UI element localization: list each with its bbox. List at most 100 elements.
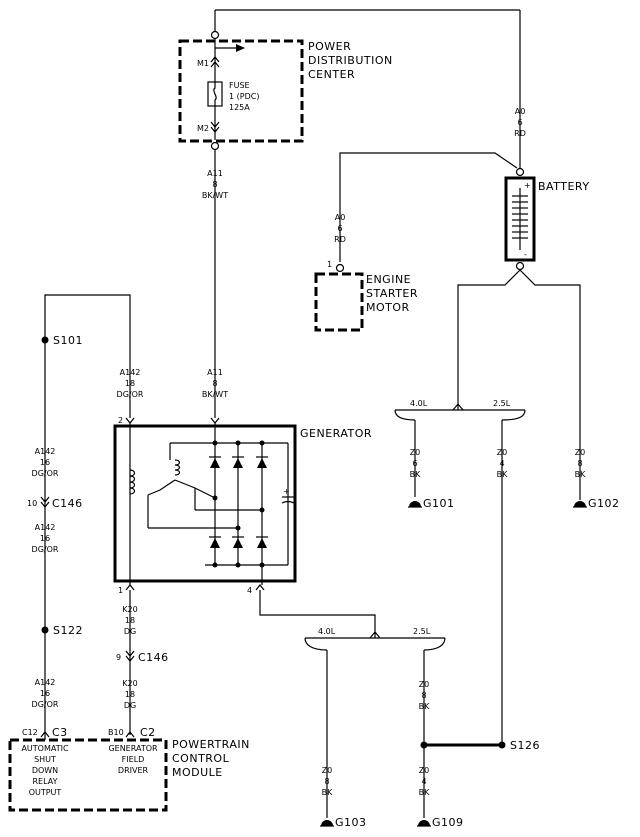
svg-text:SHUT: SHUT: [34, 755, 56, 764]
c146-connector-icon: [40, 496, 50, 508]
ground-g109: G109: [417, 816, 463, 829]
bus-arrow-icon: [236, 44, 245, 52]
starter-title-line-2: STARTER: [366, 287, 418, 300]
diode-icon: [210, 538, 220, 548]
pdc-terminal-top: [210, 30, 220, 40]
svg-text:6: 6: [337, 224, 342, 233]
svg-text:DG: DG: [124, 701, 136, 710]
svg-text:G103: G103: [335, 816, 367, 829]
svg-text:DG/OR: DG/OR: [32, 700, 59, 709]
svg-text:BK/WT: BK/WT: [202, 390, 228, 399]
svg-text:S101: S101: [53, 334, 83, 347]
svg-text:Z0: Z0: [575, 448, 586, 457]
diode-icon: [257, 538, 267, 548]
pdc-title-line-3: CENTER: [308, 68, 355, 81]
svg-text:16: 16: [40, 689, 50, 698]
svg-text:BK: BK: [575, 470, 586, 479]
svg-text:Z0: Z0: [497, 448, 508, 457]
svg-text:1: 1: [327, 260, 332, 269]
ground-icon: [409, 501, 421, 507]
battery: + - BATTERY: [504, 167, 590, 271]
svg-text:B10: B10: [108, 728, 124, 737]
svg-text:GENERATOR: GENERATOR: [108, 744, 158, 753]
diode-icon: [257, 458, 267, 468]
svg-text:C12: C12: [22, 728, 38, 737]
diode-icon: [210, 458, 220, 468]
wire-generator-ground: 4.0L 2.5L Z0 8 BK S126 Z0 8 BK Z0 4 BK: [259, 590, 540, 818]
svg-text:BK: BK: [497, 470, 508, 479]
starter-title-line-1: ENGINE: [366, 273, 411, 286]
generator-option-right: 2.5L: [413, 627, 431, 636]
battery-option-right: 2.5L: [493, 399, 511, 408]
diode-icon: [233, 458, 243, 468]
svg-text:BK: BK: [419, 788, 430, 797]
svg-text:8: 8: [212, 379, 217, 388]
svg-text:+: +: [283, 487, 290, 496]
svg-text:1: 1: [118, 586, 123, 595]
battery-plus: +: [524, 181, 531, 190]
svg-text:Z0: Z0: [322, 766, 333, 775]
svg-text:A0: A0: [515, 107, 526, 116]
svg-text:Z0: Z0: [410, 448, 421, 457]
svg-text:9: 9: [116, 653, 121, 662]
svg-text:6: 6: [412, 459, 417, 468]
svg-text:A142: A142: [35, 447, 56, 456]
svg-text:4: 4: [247, 586, 252, 595]
pdc-terminal-bottom: [210, 141, 220, 151]
svg-text:RD: RD: [514, 129, 526, 138]
wire-a0-pdc-battery: A0 6 RD: [514, 10, 526, 168]
ground-icon: [418, 820, 430, 826]
power-distribution-center: POWER DISTRIBUTION CENTER M1 FUSE 1 (PDC…: [178, 9, 520, 151]
svg-text:BK: BK: [419, 702, 430, 711]
svg-text:BK/WT: BK/WT: [202, 191, 228, 200]
svg-text:C2: C2: [140, 726, 156, 739]
pcm-title-line-3: MODULE: [172, 766, 223, 779]
svg-text:C146: C146: [52, 497, 83, 510]
pdc-title-line-2: DISTRIBUTION: [308, 54, 393, 67]
svg-text:A142: A142: [35, 678, 56, 687]
m2-connector-icon: [210, 121, 220, 133]
starter-title-line-3: MOTOR: [366, 301, 410, 314]
battery-title: BATTERY: [538, 180, 590, 193]
svg-text:DRIVER: DRIVER: [118, 766, 149, 775]
svg-text:DG: DG: [124, 627, 136, 636]
wire-a11: A11 8 BK/WT A11 8 BK/WT: [202, 150, 228, 418]
generator: GENERATOR 2 1 4: [113, 416, 372, 595]
battery-minus: -: [524, 250, 527, 259]
svg-text:K20: K20: [122, 605, 137, 614]
splice-s126: [498, 741, 506, 749]
pcm-title-line-1: POWERTRAIN: [172, 738, 250, 751]
svg-text:A0: A0: [335, 213, 346, 222]
fuse-rating: 125A: [229, 103, 250, 112]
svg-text:6: 6: [517, 118, 522, 127]
svg-text:BK: BK: [322, 788, 333, 797]
ground-g103: G103: [320, 816, 367, 829]
svg-text:C146: C146: [138, 651, 169, 664]
wire-a142: A142 18 DG/OR S101 A142 16 DG/OR 10 C146…: [27, 294, 144, 740]
wire-battery-ground: 4.0L 2.5L Z0 6 BK Z0 4 BK Z0 8 BK: [394, 269, 586, 745]
svg-text:RD: RD: [334, 235, 346, 244]
ground-g101: G101: [408, 497, 454, 510]
pdc-title-line-1: POWER: [308, 40, 351, 53]
svg-text:AUTOMATIC: AUTOMATIC: [21, 744, 69, 753]
svg-text:S122: S122: [53, 624, 83, 637]
svg-text:DG/OR: DG/OR: [32, 469, 59, 478]
svg-text:8: 8: [212, 180, 217, 189]
svg-text:FIELD: FIELD: [122, 755, 145, 764]
svg-text:BK: BK: [410, 470, 421, 479]
svg-text:Z0: Z0: [419, 680, 430, 689]
svg-text:4: 4: [499, 459, 504, 468]
c146-connector-icon: [125, 650, 135, 662]
svg-text:8: 8: [421, 691, 426, 700]
svg-text:S126: S126: [510, 739, 540, 752]
svg-text:16: 16: [40, 534, 50, 543]
svg-text:A142: A142: [35, 523, 56, 532]
svg-text:RELAY: RELAY: [33, 777, 58, 786]
svg-text:DG/OR: DG/OR: [32, 545, 59, 554]
fuse-pdc: 1 (PDC): [229, 92, 259, 101]
m1-connector-icon: [210, 56, 220, 68]
svg-text:OUTPUT: OUTPUT: [29, 788, 62, 797]
svg-text:Z0: Z0: [419, 766, 430, 775]
svg-text:DOWN: DOWN: [32, 766, 58, 775]
